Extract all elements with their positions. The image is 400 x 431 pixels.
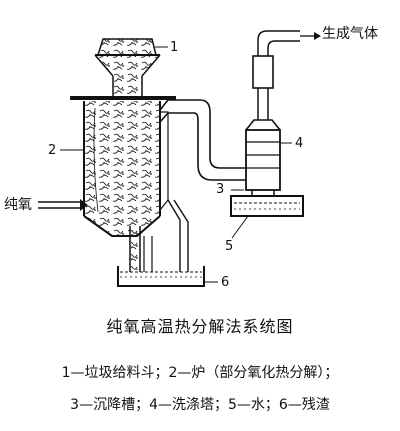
settling-tank — [230, 189, 304, 239]
label-3: 3 — [216, 182, 225, 197]
feed-hopper — [94, 38, 168, 96]
furnace-top-flange — [70, 96, 176, 100]
oxygen-label: 纯氧 — [4, 197, 32, 213]
gas-pipe — [159, 99, 246, 211]
output-gas-label: 生成气体 — [322, 26, 378, 42]
scrubber-tower — [245, 119, 292, 191]
furnace — [60, 101, 161, 237]
legend-line-2: 3—沉降槽；4—洗涤塔；5—水；6—残渣 — [70, 397, 330, 413]
oxygen-inlet — [38, 199, 88, 211]
residue-pipes — [129, 199, 189, 272]
outlet-pipe — [252, 30, 321, 120]
label-6: 6 — [221, 275, 230, 290]
residue-tank — [117, 266, 218, 287]
label-4: 4 — [295, 136, 304, 151]
label-2: 2 — [48, 143, 57, 158]
process-diagram — [38, 30, 321, 287]
diagram-title: 纯氧高温热分解法系统图 — [106, 317, 294, 336]
label-1: 1 — [170, 40, 179, 55]
label-5: 5 — [225, 239, 234, 254]
legend-line-1: 1—垃圾给料斗；2—炉（部分氧化热分解）； — [61, 365, 339, 381]
